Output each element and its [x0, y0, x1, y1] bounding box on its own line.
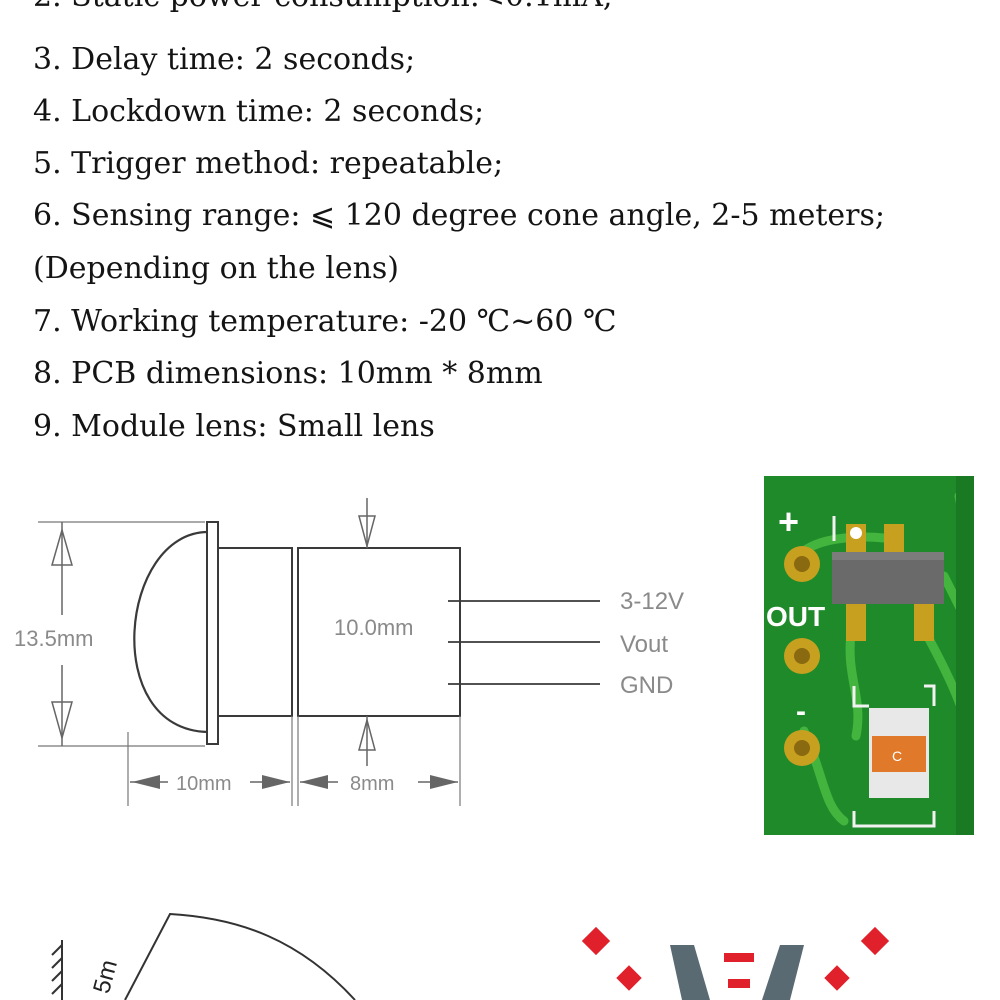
body-dimension-label: 10.0mm	[334, 615, 413, 640]
pcb-out-label: OUT	[766, 601, 825, 632]
pin-label-power: 3-12V	[620, 588, 684, 615]
pcb-board-image: C + OUT -	[764, 476, 974, 835]
pcb-minus-label: -	[796, 695, 806, 728]
spec-sensing-range: 6. Sensing range: ⩽ 120 degree cone angl…	[33, 198, 886, 233]
brand-logo-fragment	[581, 926, 890, 1000]
spec-lens-note: (Depending on the lens)	[33, 251, 400, 286]
pin-label-vout: Vout	[620, 631, 668, 658]
sensing-range-sketch: 5m	[51, 912, 356, 1000]
body-width-label: 8mm	[350, 773, 394, 795]
spec-static-power: 2. Static power consumption:<0.1mA;	[33, 0, 613, 14]
spec-working-temperature: 7. Working temperature: -20 ℃~60 ℃	[33, 304, 617, 339]
spec-delay-time: 3. Delay time: 2 seconds;	[33, 42, 416, 77]
spec-trigger-method: 5. Trigger method: repeatable;	[33, 146, 504, 181]
distance-label: 5m	[88, 957, 123, 996]
spec-module-lens: 9. Module lens: Small lens	[33, 409, 435, 444]
pcb-plus-label: +	[778, 501, 799, 542]
pin-label-gnd: GND	[620, 672, 673, 699]
spec-lockdown-time: 4. Lockdown time: 2 seconds;	[33, 94, 485, 129]
spec-pcb-dimensions: 8. PCB dimensions: 10mm * 8mm	[33, 356, 543, 391]
capacitor-label: C	[892, 748, 902, 764]
lens-width-label: 10mm	[176, 773, 232, 795]
dimension-diagram: 13.5mm 10.0mm 10mm 8mm 3-12V Vout GND	[14, 498, 684, 806]
height-dimension-label: 13.5mm	[14, 626, 93, 651]
